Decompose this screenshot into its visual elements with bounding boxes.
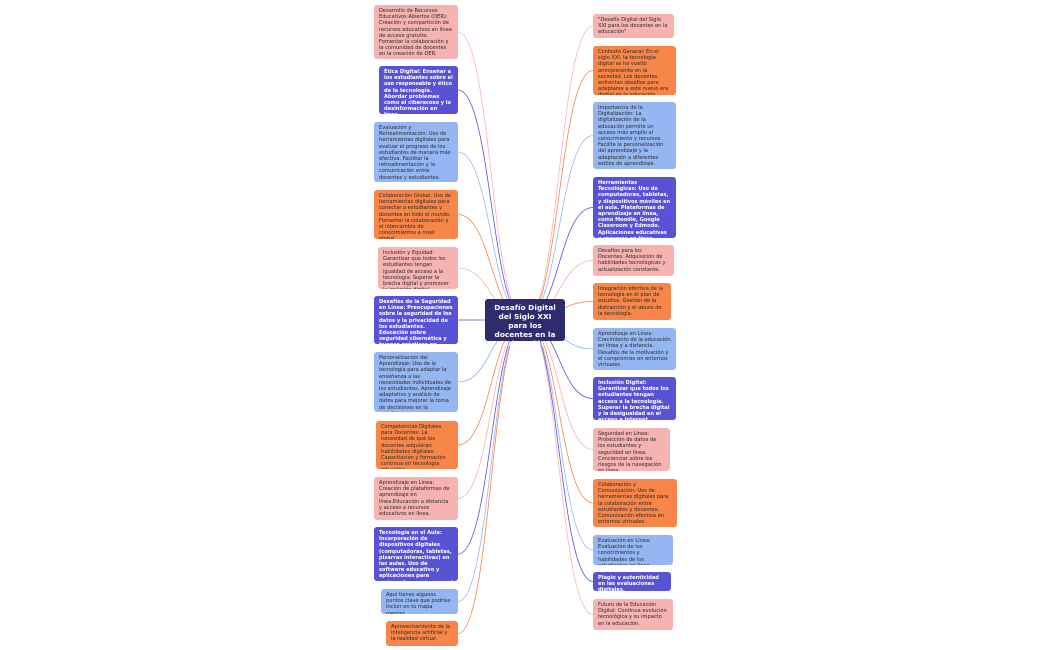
topic-online-safety[interactable]: Seguridad en Línea: Protección de datos … xyxy=(593,428,670,471)
topic-oer-resources[interactable]: Desarrollo de Recursos Educativos Abiert… xyxy=(374,5,458,59)
topic-label: Contexto General: En el siglo XXI, la te… xyxy=(598,49,669,95)
topic-personalized-learning[interactable]: Personalización del Aprendizaje: Uso de … xyxy=(374,352,458,412)
topic-online-security-challenges[interactable]: Desafíos de la Seguridad en Línea: Preoc… xyxy=(374,296,458,344)
topic-label: Desafíos para los Docentes: Adquisición … xyxy=(598,248,666,273)
topic-label: Aquí tienes algunos puntos clave que pod… xyxy=(386,592,451,614)
topic-label: Importancia de la Digitalización: La dig… xyxy=(598,105,664,167)
topic-label: Personalización del Aprendizaje: Uso de … xyxy=(379,355,451,412)
topic-label: Desarrollo de Recursos Educativos Abiert… xyxy=(379,8,452,58)
topic-label: Inclusión y Equidad: Garantizar que todo… xyxy=(383,250,449,289)
topic-label: Herramientas Tecnológicas: Uso de comput… xyxy=(598,180,671,238)
topic-evaluation-feedback[interactable]: Evaluación y Retroalimentación: Uso de h… xyxy=(374,122,458,182)
topic-label: Colaboración Global: Uso de herramientas… xyxy=(379,193,452,239)
topic-plagiarism-authenticity[interactable]: Plagio y autenticidad en las evaluacione… xyxy=(593,572,671,591)
topic-label: "Desafío Digital del Siglo XXI para los … xyxy=(598,17,668,36)
connector-left-11 xyxy=(457,319,526,634)
topic-digital-ethics[interactable]: Ética Digital: Enseñar a los estudiantes… xyxy=(379,66,458,114)
connector-right-12 xyxy=(524,319,594,615)
topic-classroom-technology[interactable]: Tecnología en el Aula: Incorporación de … xyxy=(374,527,458,581)
topic-online-learning-right[interactable]: Aprendizaje en Línea: Crecimiento de la … xyxy=(593,328,676,370)
connector-left-1 xyxy=(457,89,526,321)
topic-online-evaluation[interactable]: Evaluación en Línea: Evaluación de los c… xyxy=(593,535,673,565)
topic-label: Aprovechamiento de la inteligencia artif… xyxy=(391,624,451,643)
topic-inclusion-equity[interactable]: Inclusión y Equidad: Garantizar que todo… xyxy=(378,247,458,289)
topic-label: Colaboración y Comunicación: Uso de herr… xyxy=(598,482,669,526)
topic-technology-tools[interactable]: Herramientas Tecnológicas: Uso de comput… xyxy=(593,177,676,238)
topic-label: Plagio y autenticidad en las evaluacione… xyxy=(598,575,659,591)
central-topic[interactable]: Desafío Digital del Siglo XXI para los d… xyxy=(485,299,565,348)
topic-general-context[interactable]: Contexto General: En el siglo XXI, la te… xyxy=(593,46,676,95)
connector-right-2 xyxy=(524,135,594,321)
topic-label: Integración efectiva de la tecnología en… xyxy=(598,286,664,317)
topic-label: Evaluación en Línea: Evaluación de los c… xyxy=(598,538,651,565)
topic-future-digital-education[interactable]: Futuro de la Educación Digital: Continua… xyxy=(593,599,673,630)
connector-right-1 xyxy=(524,70,594,321)
topic-label: Tecnología en el Aula: Incorporación de … xyxy=(379,530,453,581)
topic-digitalization-importance[interactable]: Importancia de la Digitalización: La dig… xyxy=(593,102,676,169)
central-topic-label: Desafío Digital del Siglo XXI para los d… xyxy=(494,303,556,348)
topic-label: Aprendizaje en Línea: Crecimiento de la … xyxy=(598,331,671,369)
topic-map-title[interactable]: "Desafío Digital del Siglo XXI para los … xyxy=(593,14,674,38)
topic-label: Inclusión Digital: Garantizar que todos … xyxy=(598,380,670,420)
topic-digital-inclusion[interactable]: Inclusión Digital: Garantizar que todos … xyxy=(593,377,676,420)
topic-ai-virtual-reality[interactable]: Aprovechamiento de la inteligencia artif… xyxy=(386,621,458,646)
topic-label: Seguridad en Línea: Protección de datos … xyxy=(598,431,662,471)
connector-left-0 xyxy=(457,31,526,321)
topic-label: Aprendizaje en Línea: Creación de plataf… xyxy=(379,480,450,518)
topic-label: Competencias Digitales para Docentes: La… xyxy=(381,424,446,469)
topic-key-points-intro[interactable]: Aquí tienes algunos puntos clave que pod… xyxy=(381,589,458,614)
connector-left-9 xyxy=(457,319,526,555)
topic-label: Ética Digital: Enseñar a los estudiantes… xyxy=(384,69,453,114)
connector-right-0 xyxy=(524,25,594,321)
topic-teacher-challenges[interactable]: Desafíos para los Docentes: Adquisición … xyxy=(593,245,674,276)
topic-label: Futuro de la Educación Digital: Continua… xyxy=(598,602,667,627)
topic-global-collaboration[interactable]: Colaboración Global: Uso de herramientas… xyxy=(374,190,458,239)
connector-left-10 xyxy=(457,319,526,602)
topic-teacher-digital-competencies[interactable]: Competencias Digitales para Docentes: La… xyxy=(376,421,458,469)
topic-collaboration-communication[interactable]: Colaboración y Comunicación: Uso de herr… xyxy=(593,479,677,527)
connector-right-10 xyxy=(524,319,594,551)
topic-online-learning-left[interactable]: Aprendizaje en Línea: Creación de plataf… xyxy=(374,477,458,520)
topic-label: Evaluación y Retroalimentación: Uso de h… xyxy=(379,125,451,181)
topic-effective-integration[interactable]: Integración efectiva de la tecnología en… xyxy=(593,283,671,320)
topic-label: Desafíos de la Seguridad en Línea: Preoc… xyxy=(379,299,453,344)
